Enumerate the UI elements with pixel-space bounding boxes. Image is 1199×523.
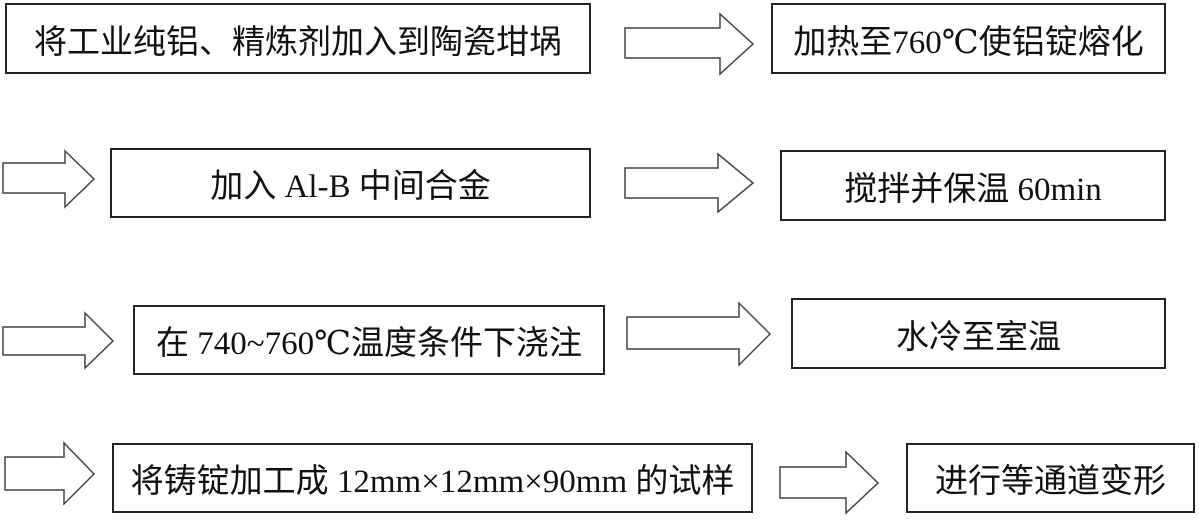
step-label: 进行等通道变形 (935, 464, 1166, 500)
step-label: 加热至760℃使铝锭熔化 (793, 24, 1144, 61)
step-box-6: 水冷至室温 (791, 298, 1166, 369)
step-box-1: 将工业纯铝、精炼剂加入到陶瓷坩埚 (5, 3, 591, 74)
arrow-right-icon (4, 441, 96, 506)
step-label: 搅拌并保温 60min (844, 171, 1102, 208)
arrow-right-icon (624, 12, 755, 76)
step-label: 将工业纯铝、精炼剂加入到陶瓷坩埚 (34, 24, 562, 61)
step-box-4: 搅拌并保温 60min (780, 150, 1166, 221)
step-box-8: 进行等通道变形 (906, 443, 1195, 513)
arrow-right-icon (779, 450, 880, 515)
step-box-5: 在 740~760℃温度条件下浇注 (133, 305, 605, 375)
step-box-7: 将铸锭加工成 12mm×12mm×90mm 的试样 (112, 443, 753, 513)
step-box-2: 加热至760℃使铝锭熔化 (771, 3, 1166, 74)
step-label: 将铸锭加工成 12mm×12mm×90mm 的试样 (130, 464, 735, 500)
step-label: 水冷至室温 (896, 319, 1061, 356)
arrow-right-icon (2, 149, 96, 209)
arrow-right-icon (626, 301, 772, 367)
arrow-right-icon (2, 311, 115, 370)
step-label: 加入 Al-B 中间合金 (210, 169, 491, 205)
arrow-right-icon (624, 152, 755, 214)
step-label: 在 740~760℃温度条件下浇注 (155, 326, 583, 362)
step-box-3: 加入 Al-B 中间合金 (110, 148, 591, 218)
